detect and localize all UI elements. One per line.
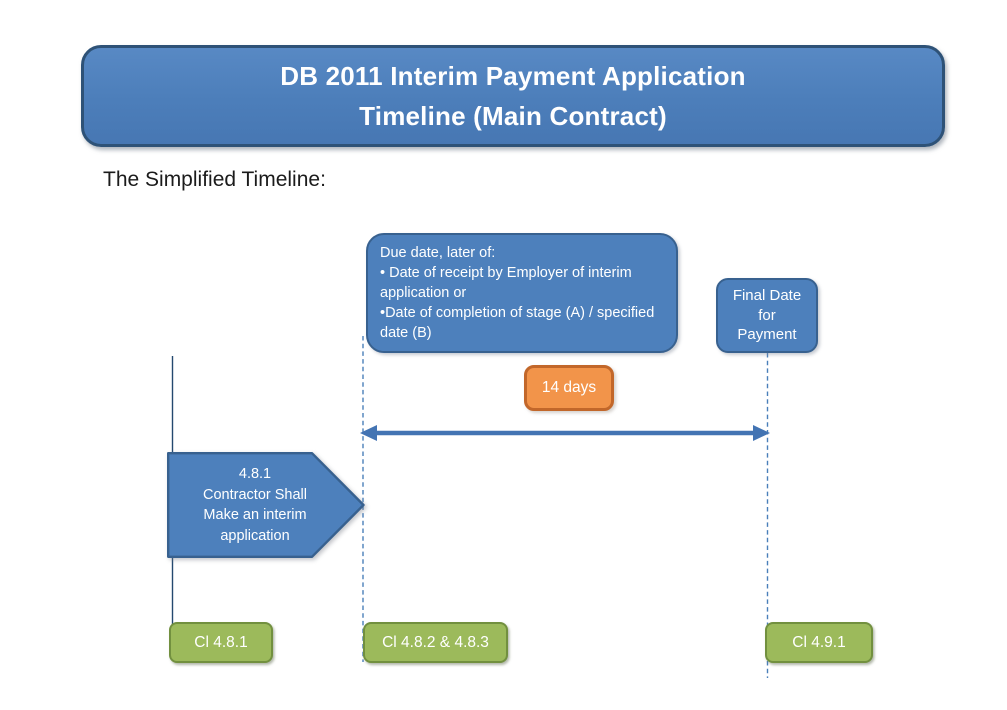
title-line-2: Timeline (Main Contract) bbox=[359, 101, 667, 131]
duration-double-arrow bbox=[360, 425, 770, 441]
arrowhead-left-icon bbox=[360, 425, 377, 441]
duration-badge-label: 14 days bbox=[541, 379, 597, 396]
due-date-bullet-1: • Date of receipt by Employer of interim… bbox=[380, 265, 632, 301]
final-date-line-2: for bbox=[758, 306, 776, 324]
contractor-line-4: application bbox=[220, 527, 290, 544]
final-date-line-3: Payment bbox=[737, 326, 797, 344]
subtitle: The Simplified Timeline: bbox=[103, 168, 326, 191]
due-date-box: Due date, later of: • Date of receipt by… bbox=[366, 233, 678, 353]
pentagon-arrow-icon bbox=[167, 452, 365, 559]
final-date-line-1: Final Date bbox=[732, 287, 802, 305]
clause-label-text: Cl 4.8.2 & 4.8.3 bbox=[382, 633, 489, 651]
clause-label-text: Cl 4.8.1 bbox=[194, 633, 248, 651]
clause-label-4-8-1: Cl 4.8.1 bbox=[169, 622, 273, 663]
contractor-arrow-text: 4.8.1 Contractor Shall Make an interim a… bbox=[167, 452, 343, 558]
contractor-line-2: Contractor Shall bbox=[203, 486, 307, 503]
arrowhead-right-icon bbox=[753, 425, 770, 441]
contractor-arrow-shape bbox=[167, 452, 365, 559]
final-date-box: Final Date for Payment bbox=[716, 278, 818, 353]
due-date-heading: Due date, later of: bbox=[380, 245, 496, 261]
clause-label-text: Cl 4.9.1 bbox=[792, 633, 846, 651]
clause-label-4-9-1: Cl 4.9.1 bbox=[765, 622, 873, 663]
title-box: DB 2011 Interim Payment Application Time… bbox=[81, 45, 945, 147]
duration-badge: 14 days bbox=[524, 365, 614, 411]
clause-label-4-8-2-and-4-8-3: Cl 4.8.2 & 4.8.3 bbox=[363, 622, 508, 663]
title-line-1: DB 2011 Interim Payment Application bbox=[280, 61, 746, 91]
due-date-bullet-2: •Date of completion of stage (A) / speci… bbox=[380, 305, 655, 341]
contractor-line-1: 4.8.1 bbox=[238, 466, 272, 482]
contractor-line-3: Make an interim bbox=[203, 507, 307, 523]
